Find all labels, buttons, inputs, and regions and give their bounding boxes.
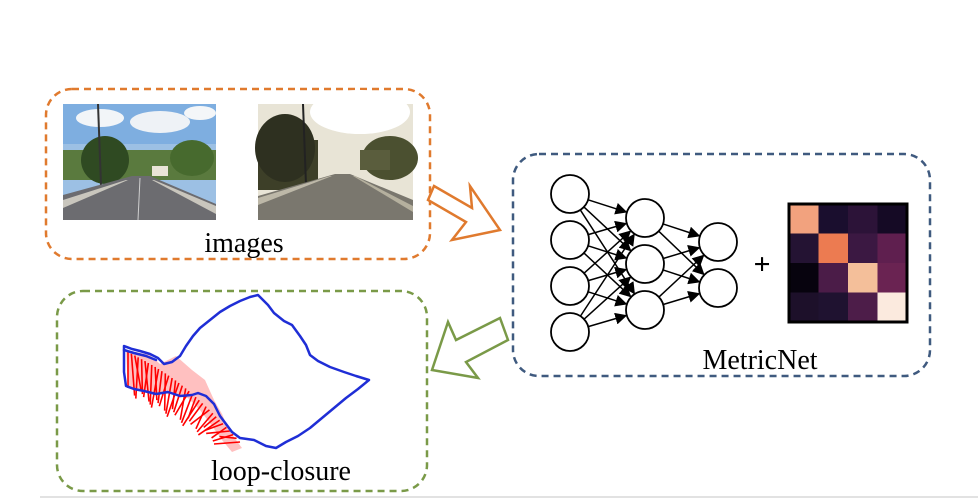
nn-edge xyxy=(658,254,705,298)
heatmap-cell xyxy=(818,263,849,293)
closure-line xyxy=(166,382,180,417)
heatmap-cell xyxy=(848,233,878,264)
nn-node-layer-1 xyxy=(550,266,590,306)
heatmap-cell xyxy=(848,292,878,323)
closure-line xyxy=(195,406,207,430)
closure-line xyxy=(190,409,210,425)
nn-node-layer-2 xyxy=(625,198,665,238)
closure-line xyxy=(135,357,139,399)
plus-sign: + xyxy=(753,248,770,281)
closure-line xyxy=(188,402,204,422)
nn-edge xyxy=(587,199,628,215)
heatmap-cell xyxy=(789,263,819,293)
loop-closure-lines xyxy=(126,350,242,452)
images-label: images xyxy=(204,228,283,259)
heatmap-cell xyxy=(877,204,908,234)
closure-line xyxy=(149,364,153,405)
nn-node-layer-1 xyxy=(550,174,590,214)
street-photo-1 xyxy=(63,103,216,221)
closure-line xyxy=(196,412,214,433)
heatmap-cell xyxy=(818,204,849,234)
heatmap-cell xyxy=(818,233,849,264)
neural-network xyxy=(550,174,738,352)
heatmap-cell xyxy=(789,292,819,323)
similarity-heatmap xyxy=(787,202,909,324)
closure-line xyxy=(197,419,221,436)
nn-node-layer-2 xyxy=(625,290,665,330)
closure-line xyxy=(204,423,224,432)
closure-line xyxy=(150,368,160,408)
heatmap-cell xyxy=(877,263,908,293)
closure-line xyxy=(140,359,144,395)
closure-line xyxy=(219,435,237,440)
closure-line xyxy=(182,399,200,427)
images-box xyxy=(44,87,432,261)
nn-node-layer-3 xyxy=(698,222,738,262)
heatmap-cell xyxy=(877,233,908,264)
nn-node-layer-3 xyxy=(698,268,738,308)
nn-edge xyxy=(662,291,701,306)
nn-edge xyxy=(588,220,628,236)
heatmap-cell xyxy=(848,204,878,234)
loop-closure-label: loop-closure xyxy=(211,456,351,487)
closure-line xyxy=(144,360,150,402)
nn-edge xyxy=(662,245,701,260)
trajectory xyxy=(122,293,371,450)
loop-closure-box xyxy=(55,289,429,493)
heatmap-cell xyxy=(877,292,908,323)
heatmap-border xyxy=(787,202,909,324)
arrow-metricnet-to-loop xyxy=(430,316,510,380)
heatmap-cell xyxy=(789,204,819,234)
nn-node-layer-2 xyxy=(625,244,665,284)
metricnet-label: MetricNet xyxy=(702,345,817,376)
nn-node-layer-1 xyxy=(550,312,590,352)
nn-edge xyxy=(583,230,632,274)
closure-line xyxy=(180,393,194,424)
closure-line xyxy=(203,416,217,429)
closure-line xyxy=(179,388,187,420)
closure-line xyxy=(206,430,230,435)
metricnet-box xyxy=(511,152,932,378)
closure-line xyxy=(212,433,234,442)
nn-edge xyxy=(579,233,635,317)
heatmap-cell xyxy=(789,233,819,264)
closure-line xyxy=(172,385,184,413)
closure-line xyxy=(165,377,173,414)
closure-line xyxy=(158,375,170,407)
nn-edge xyxy=(588,312,628,328)
heatmap-cell xyxy=(848,263,878,293)
arrow-images-to-metricnet xyxy=(426,181,503,242)
nn-edge xyxy=(662,223,701,239)
nn-node-layer-1 xyxy=(550,220,590,260)
closure-line xyxy=(213,441,241,445)
heatmap-cell xyxy=(818,292,849,323)
nn-edge xyxy=(583,276,632,320)
closure-line xyxy=(157,371,163,404)
street-photo-2 xyxy=(255,90,418,220)
